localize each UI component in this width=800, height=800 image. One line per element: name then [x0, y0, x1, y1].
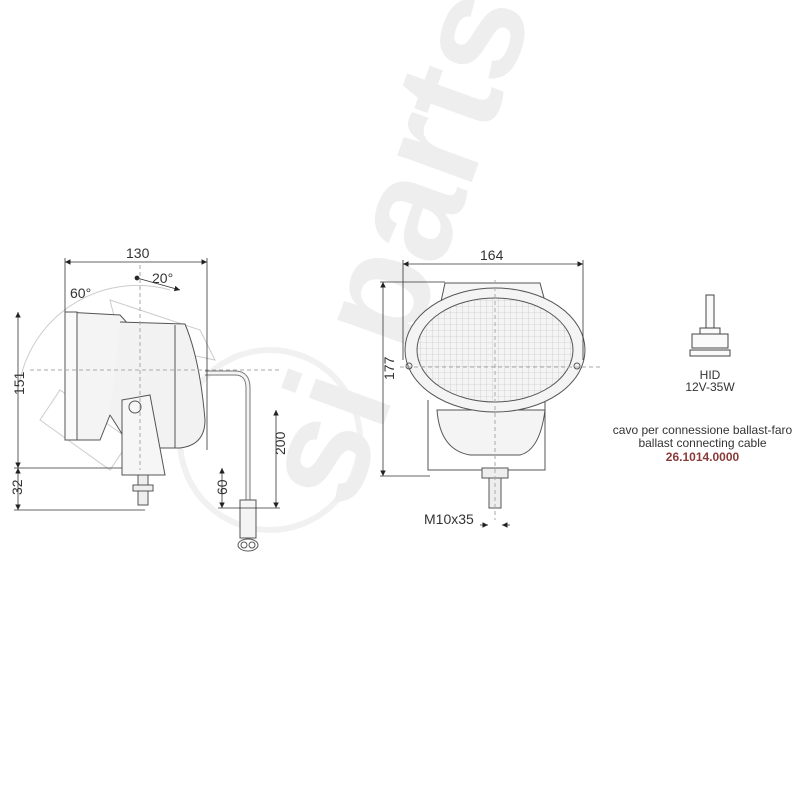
- dim-bolt: 32: [9, 479, 25, 495]
- cable-code: 26.1014.0000: [665, 450, 740, 464]
- cable-label-en: ballast connecting cable: [638, 436, 767, 450]
- dim-angle-up: 20°: [152, 270, 173, 286]
- dim-cable: 200: [272, 431, 288, 455]
- dim-connector: 60: [214, 479, 230, 495]
- front-dimensions: [380, 260, 584, 528]
- dim-bolt-thread: M10x35: [424, 511, 474, 527]
- front-view: [400, 280, 600, 520]
- bulb-rating: 12V-35W: [685, 380, 735, 394]
- side-view: [19, 265, 280, 552]
- hid-bulb-icon: [689, 294, 731, 357]
- dim-angle-down: 60°: [70, 285, 91, 301]
- dim-height-side: 151: [11, 371, 27, 395]
- side-dimensions: [14, 258, 280, 511]
- dim-height-front: 177: [381, 356, 397, 380]
- dim-width-front: 164: [480, 247, 504, 263]
- dim-width-side: 130: [126, 245, 150, 261]
- bulb-type: HID: [699, 368, 721, 382]
- cable-label-it: cavo per connessione ballast-faro: [612, 423, 793, 437]
